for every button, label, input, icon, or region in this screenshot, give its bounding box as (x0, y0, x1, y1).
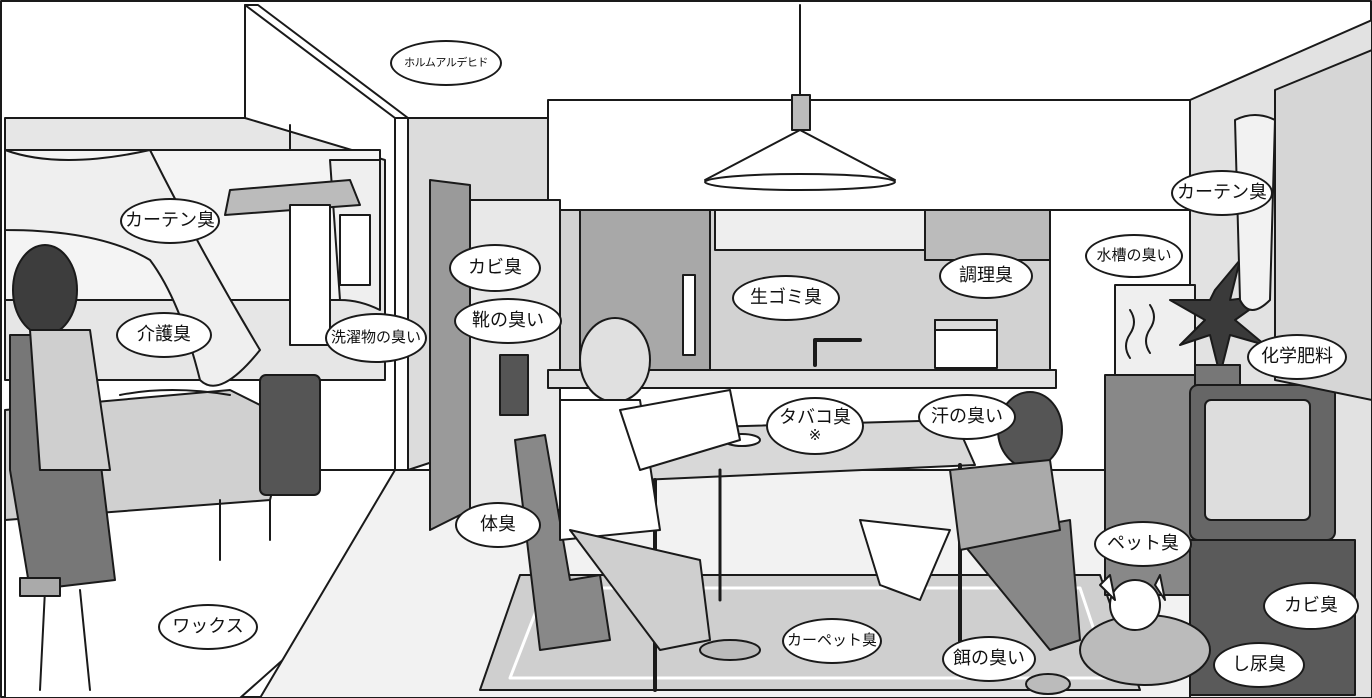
label-kitchen-garbage: 生ゴミ臭 (732, 275, 840, 321)
label-mold-right-text: カビ臭 (1284, 597, 1338, 616)
label-curtain-left-text: カーテン臭 (125, 212, 215, 231)
label-wax: ワックス (158, 604, 258, 650)
label-mold-closet-text: カビ臭 (468, 259, 522, 278)
kitchen-soffit (548, 100, 1190, 210)
label-shoes-text: 靴の臭い (472, 312, 544, 331)
label-sweat: 汗の臭い (918, 394, 1016, 440)
label-cooking: 調理臭 (939, 253, 1033, 299)
label-urine: し尿臭 (1213, 642, 1305, 688)
label-care: 介護臭 (116, 312, 212, 358)
label-shoes: 靴の臭い (454, 298, 562, 344)
label-sweat-text: 汗の臭い (931, 408, 1003, 427)
label-cooking-text: 調理臭 (959, 267, 1013, 286)
label-wax-text: ワックス (172, 618, 243, 637)
label-pet-food: 餌の臭い (942, 636, 1036, 682)
label-laundry: 洗濯物の臭い (325, 313, 427, 363)
label-kitchen-garbage-text: 生ゴミ臭 (750, 289, 822, 308)
label-fertilizer-text: 化学肥料 (1261, 348, 1333, 367)
food-bowl (1026, 674, 1070, 694)
label-mold-closet: カビ臭 (449, 244, 541, 292)
label-pet-text: ペット臭 (1107, 535, 1179, 554)
label-tobacco-note: ※ (809, 428, 822, 444)
label-tobacco-text: タバコ臭 (779, 409, 851, 428)
label-laundry-text: 洗濯物の臭い (331, 330, 421, 346)
label-curtain-right: カーテン臭 (1171, 170, 1273, 216)
label-curtain-right-text: カーテン臭 (1177, 184, 1267, 203)
label-tobacco: タバコ臭※ (766, 397, 864, 455)
closet-door (430, 180, 470, 530)
label-body-text: 体臭 (480, 516, 516, 535)
label-urine-text: し尿臭 (1232, 656, 1286, 675)
label-aquarium-text: 水槽の臭い (1096, 248, 1171, 264)
label-aquarium: 水槽の臭い (1085, 234, 1183, 278)
aquarium (1115, 285, 1195, 375)
label-formaldehyde-text: ホルムアルデヒド (404, 57, 488, 69)
label-fertilizer: 化学肥料 (1247, 334, 1347, 380)
label-curtain-left: カーテン臭 (120, 198, 220, 244)
label-formaldehyde: ホルムアルデヒド (390, 40, 502, 86)
label-carpet-text: カーペット臭 (787, 633, 877, 649)
label-carpet: カーペット臭 (782, 618, 882, 664)
label-pet: ペット臭 (1094, 521, 1192, 567)
label-care-text: 介護臭 (137, 326, 191, 345)
label-pet-food-text: 餌の臭い (953, 650, 1025, 669)
label-body: 体臭 (455, 502, 541, 548)
label-mold-right: カビ臭 (1263, 582, 1359, 630)
